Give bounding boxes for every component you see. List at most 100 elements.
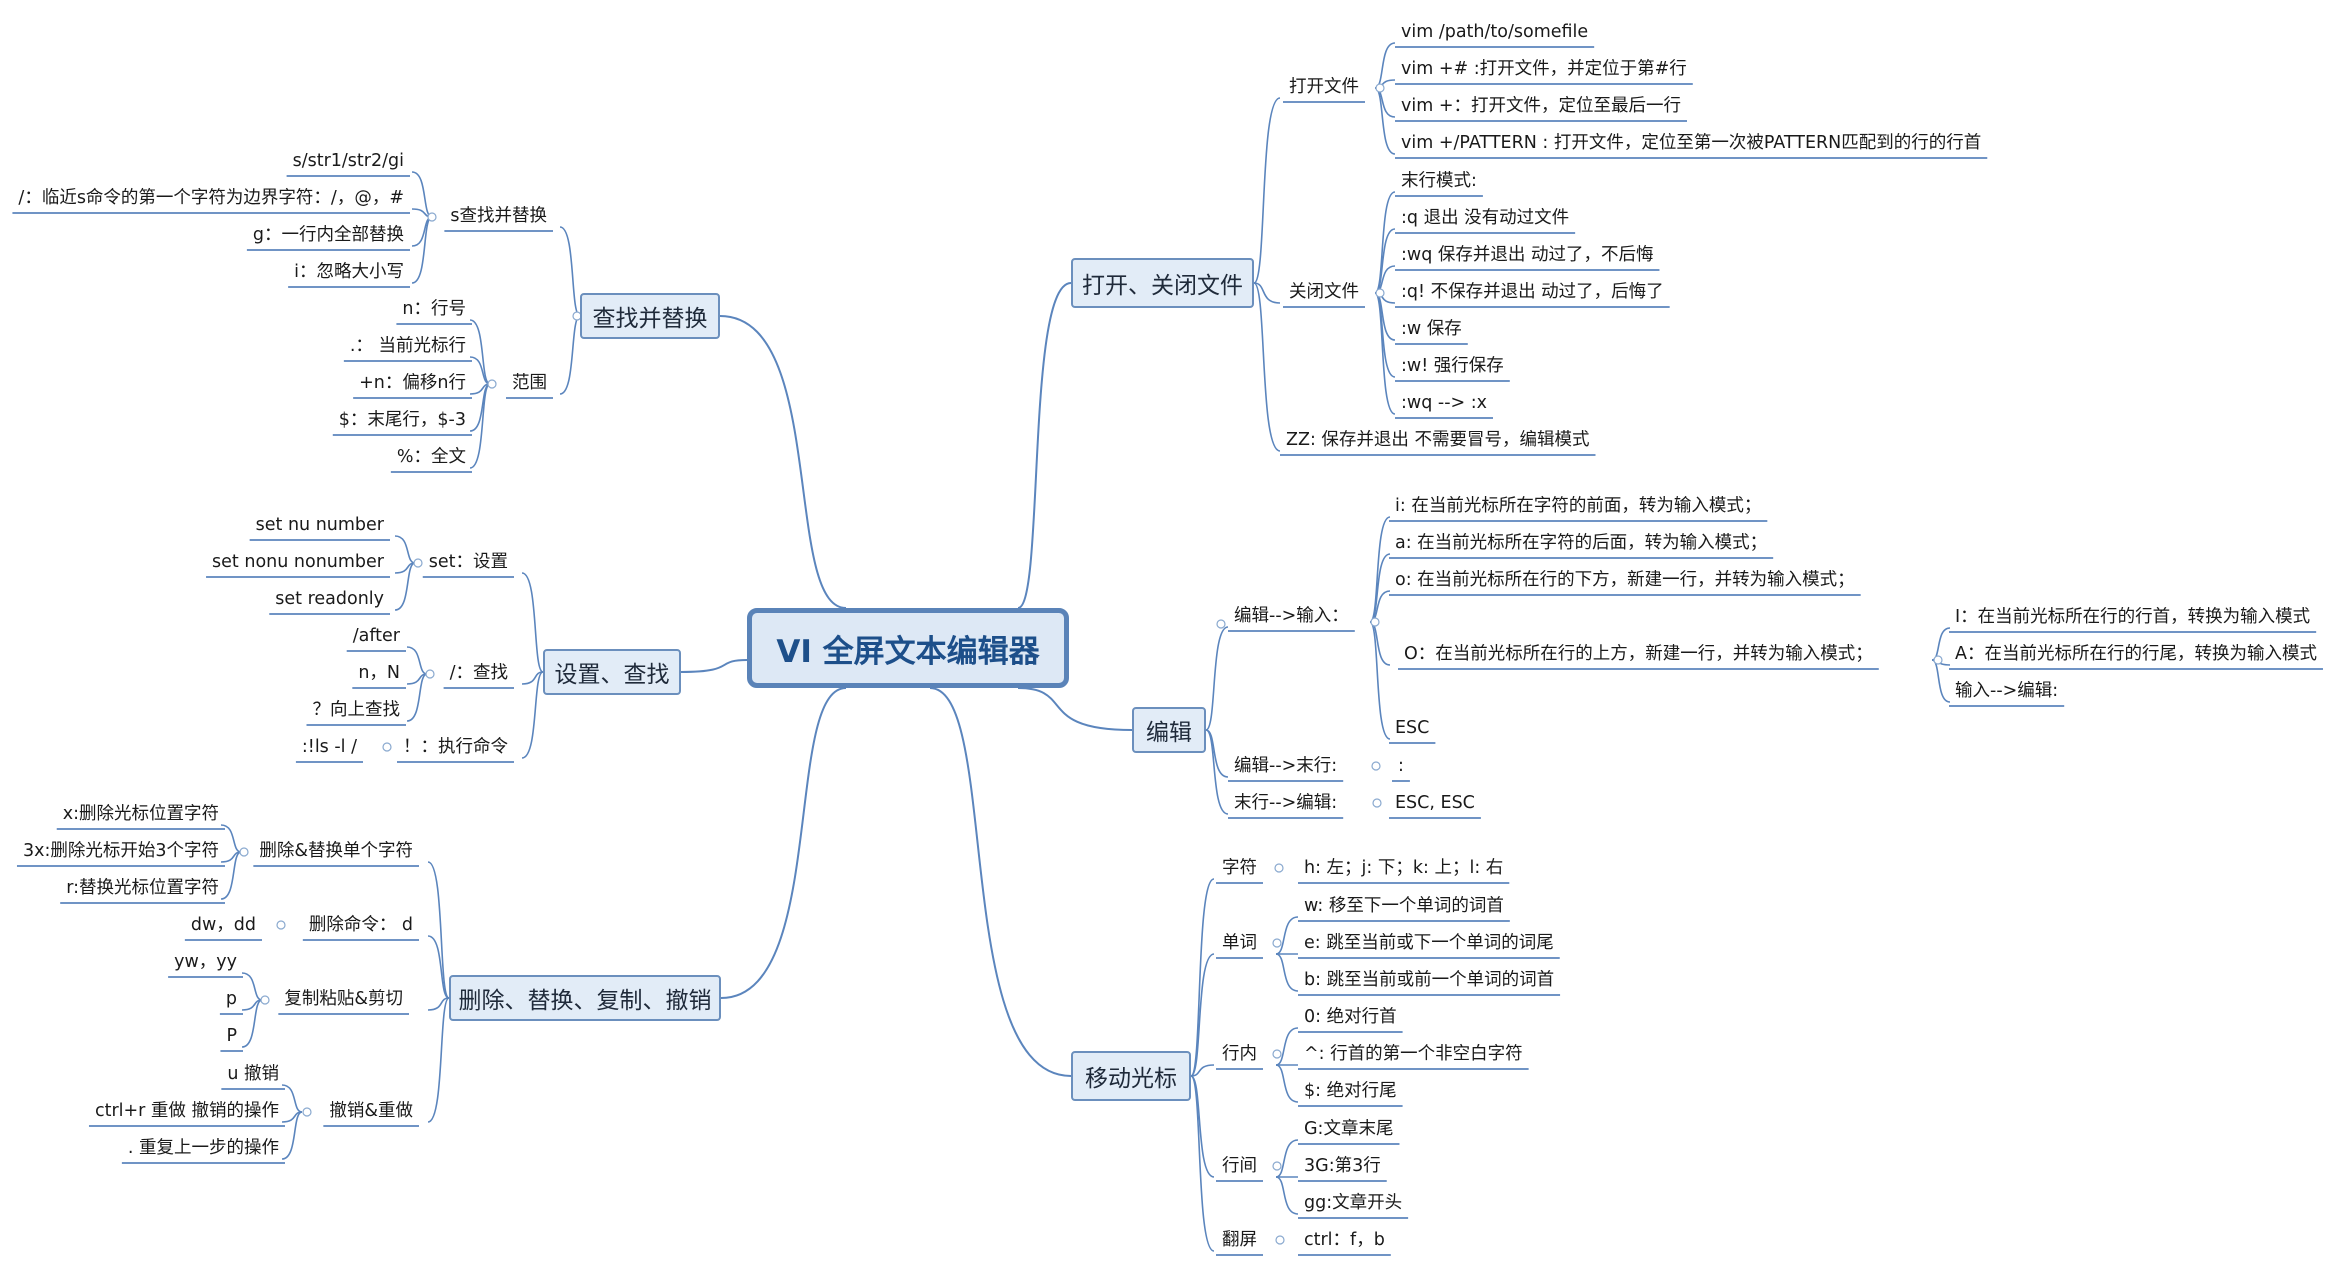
topic-open-close[interactable]: 打开、关闭文件 (1071, 258, 1254, 308)
insert-item: i: 在当前光标所在字符的前面，转为输入模式； (1395, 496, 1762, 516)
connector-line (220, 824, 242, 853)
zz-label[interactable]: ZZ: 保存并退出 不需要冒号，编辑模式 (1286, 430, 1590, 450)
topic-edit[interactable]: 编辑 (1132, 707, 1206, 753)
collapse-toggle-icon (1272, 1161, 1282, 1171)
connector-line (1275, 1064, 1299, 1103)
connector-line (1190, 1075, 1215, 1178)
undo-label[interactable]: 撤销&重做 (329, 1101, 413, 1121)
collapse-toggle-icon (1933, 655, 1943, 665)
find-label[interactable]: /：查找 (449, 663, 508, 683)
find-item: ？向上查找 (312, 700, 401, 720)
topic-settings[interactable]: 设置、查找 (543, 649, 681, 695)
collapse-toggle-icon (1216, 619, 1226, 629)
exec-value: :!ls -l / (301, 737, 357, 757)
connector-line (1190, 1075, 1215, 1252)
connector-line (1205, 729, 1229, 815)
connector-line (406, 673, 428, 722)
move-char-label[interactable]: 字符 (1222, 858, 1257, 878)
edit-to-insert-label[interactable]: 编辑-->输入： (1234, 606, 1349, 626)
close-item: 末行模式: (1401, 171, 1477, 191)
connector-line (1205, 729, 1229, 778)
connector-line (469, 383, 491, 469)
connector-line (469, 319, 491, 385)
connector-line (521, 572, 544, 673)
s-item: s/str1/str2/gi (292, 151, 404, 171)
s-item: /：临近s命令的第一个字符为边界字符：/，@，# (18, 188, 404, 208)
move-row-label[interactable]: 行间 (1222, 1156, 1257, 1176)
connector-line (1369, 553, 1391, 623)
set-label[interactable]: set：设置 (428, 552, 508, 572)
connector-line (427, 935, 450, 999)
connector-line (220, 851, 242, 900)
last-to-edit-label[interactable]: 末行-->编辑: (1234, 793, 1338, 813)
collapse-toggle-icon (239, 847, 249, 857)
s-replace-label[interactable]: s查找并替换 (450, 206, 547, 226)
move-page-label[interactable]: 翻屏 (1222, 1230, 1257, 1250)
collapse-toggle-icon (1371, 761, 1381, 771)
exec-label[interactable]: ！：执行命令 (403, 737, 508, 757)
root-title: VI 全屏文本编辑器 (776, 633, 1040, 670)
close-item: :w! 强行保存 (1401, 356, 1504, 376)
connector-line (559, 315, 581, 395)
open-item: vim /path/to/somefile (1401, 22, 1589, 42)
topic-find-replace[interactable]: 查找并替换 (580, 293, 720, 339)
connector-line (1374, 87, 1396, 155)
move-line-item: ^: 行首的第一个非空白字符 (1304, 1044, 1523, 1064)
connector-line (929, 687, 1072, 1077)
topic-move-label: 移动光标 (1085, 1066, 1177, 1092)
connector-line (1275, 953, 1299, 992)
open-file-label[interactable]: 打开文件 (1289, 77, 1359, 97)
connector-line (1374, 292, 1396, 378)
collapse-toggle-icon (302, 1107, 312, 1117)
move-row-item: G:文章末尾 (1304, 1119, 1394, 1139)
single-item: r:替换光标位置字符 (66, 878, 219, 898)
connector-line (1275, 1176, 1299, 1215)
collapse-toggle-icon (260, 995, 270, 1005)
connector-line (427, 997, 450, 1011)
close-item: :q 退出 没有动过文件 (1401, 208, 1570, 228)
insert-item: a: 在当前光标所在字符的后面，转为输入模式； (1395, 533, 1768, 553)
topic-move[interactable]: 移动光标 (1071, 1051, 1191, 1101)
move-word-label[interactable]: 单词 (1222, 933, 1257, 953)
connector-line (1253, 282, 1281, 304)
undo-item: ctrl+r 重做 撤销的操作 (94, 1101, 279, 1121)
connector-line (1253, 97, 1281, 284)
move-word-item: e: 跳至当前或下一个单词的词尾 (1304, 933, 1554, 953)
connector-line (1374, 292, 1396, 415)
insert-item-O[interactable]: O：在当前光标所在行的上方，新建一行，并转为输入模式； (1404, 644, 1873, 664)
move-page-value: ctrl：f，b (1304, 1230, 1385, 1250)
collapse-toggle-icon (425, 669, 435, 679)
connector-line (1931, 659, 1951, 703)
connector-line (427, 997, 450, 1123)
topic-delete[interactable]: 删除、替换、复制、撤销 (449, 975, 721, 1021)
single-item: x:删除光标位置字符 (62, 804, 219, 824)
collapse-toggle-icon (1275, 1235, 1285, 1245)
topic-edit-label: 编辑 (1146, 720, 1192, 746)
connector-line (559, 226, 581, 317)
move-line-label[interactable]: 行内 (1222, 1044, 1257, 1064)
connector-line (281, 1084, 303, 1113)
copy-label[interactable]: 复制粘贴&剪切 (284, 989, 403, 1009)
connector-line (719, 315, 847, 609)
collapse-toggle-icon (1375, 288, 1385, 298)
last-to-edit-value: ESC, ESC (1395, 793, 1475, 813)
connector-line (1369, 621, 1391, 740)
range-label[interactable]: 范围 (512, 373, 547, 393)
copy-item: yw，yy (174, 952, 237, 972)
single-char-label[interactable]: 删除&替换单个字符 (259, 841, 413, 861)
move-row-item: gg:文章开头 (1304, 1193, 1403, 1213)
move-word-item: b: 跳至当前或前一个单词的词首 (1304, 970, 1555, 990)
root-node[interactable]: VI 全屏文本编辑器 (747, 608, 1069, 688)
open-item: vim +：打开文件，定位至最后一行 (1401, 96, 1681, 116)
connector-line (1205, 626, 1229, 731)
edit-to-last-label[interactable]: 编辑-->末行: (1234, 756, 1338, 776)
delete-cmd-label[interactable]: 删除命令： d (308, 915, 413, 935)
close-file-label[interactable]: 关闭文件 (1289, 282, 1359, 302)
undo-item: . 重复上一步的操作 (127, 1138, 279, 1158)
collapse-toggle-icon (487, 379, 497, 389)
O-child: I：在当前光标所在行的行首，转换为输入模式 (1955, 607, 2311, 627)
single-item: 3x:删除光标开始3个字符 (22, 841, 219, 861)
range-item: n：行号 (402, 299, 466, 319)
connector-line (281, 1111, 303, 1160)
collapse-toggle-icon (1370, 617, 1380, 627)
